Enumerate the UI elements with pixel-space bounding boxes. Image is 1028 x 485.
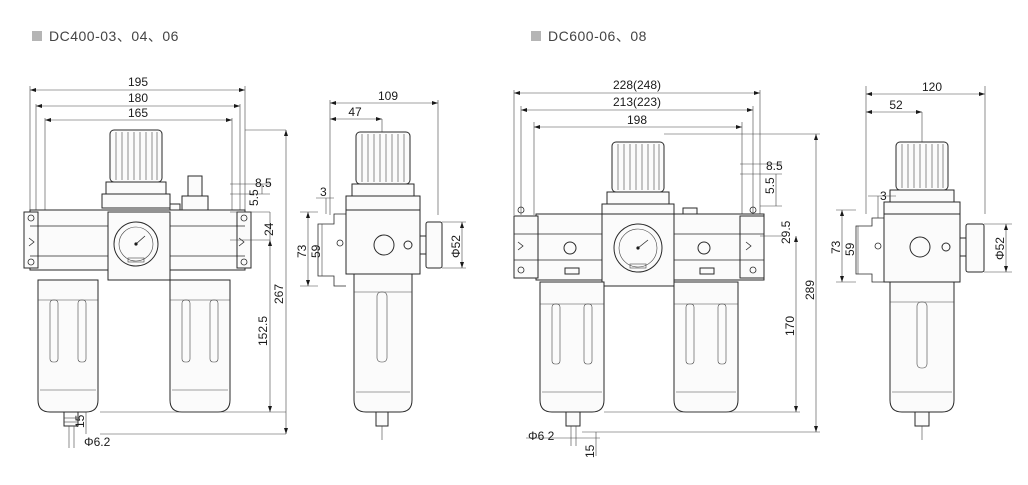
dim-289: 289 <box>803 280 817 300</box>
dim-5-5: 5.5 <box>763 177 777 194</box>
dim-52-width: 52 <box>889 98 903 112</box>
dim-15: 15 <box>583 444 597 458</box>
dim-120: 120 <box>922 80 942 94</box>
dim-phi-6-2: Φ6.2 <box>84 435 111 449</box>
dim-109: 109 <box>378 89 398 103</box>
dim-152-5: 152.5 <box>256 316 270 346</box>
dim-73: 73 <box>295 244 309 258</box>
dim-228: 228(248) <box>613 78 661 92</box>
dim-170: 170 <box>783 316 797 336</box>
dim-59: 59 <box>843 242 857 256</box>
dim-180: 180 <box>128 91 148 105</box>
dim-198: 198 <box>627 113 647 127</box>
dim-15: 15 <box>73 414 87 428</box>
dim-24: 24 <box>262 222 276 236</box>
dim-phi-52: Φ52 <box>993 237 1007 260</box>
left-side-view: 109 47 Φ52 <box>295 89 466 440</box>
dim-213: 213(223) <box>613 95 661 109</box>
dim-29-5: 29.5 <box>779 220 793 244</box>
right-front-view: 228(248) 213(223) 198 <box>513 78 820 458</box>
left-front-view: 195 180 165 <box>23 75 288 449</box>
dim-267: 267 <box>272 284 286 304</box>
dim-195: 195 <box>128 75 148 89</box>
dim-5-5: 5.5 <box>247 189 261 206</box>
dim-73: 73 <box>829 240 843 254</box>
right-model-title-text: DC600-06、08 <box>548 28 647 44</box>
square-marker-icon <box>32 31 42 41</box>
dim-8-5: 8.5 <box>766 159 783 173</box>
dim-phi-52: Φ52 <box>449 235 463 258</box>
right-side-view: 120 52 Φ52 3 <box>829 80 1012 440</box>
dim-phi-6-2: Φ6 2 <box>528 429 555 443</box>
left-model-title-text: DC400-03、04、06 <box>49 28 179 44</box>
dim-8-5: 8.5 <box>255 176 272 190</box>
dim-3: 3 <box>880 189 887 203</box>
dim-3: 3 <box>320 185 327 199</box>
square-marker-icon <box>531 31 541 41</box>
dim-165: 165 <box>128 106 148 120</box>
dim-47: 47 <box>348 105 362 119</box>
right-model-title: DC600-06、08 <box>531 26 647 46</box>
dim-59: 59 <box>309 244 323 258</box>
left-model-title: DC400-03、04、06 <box>32 26 179 46</box>
